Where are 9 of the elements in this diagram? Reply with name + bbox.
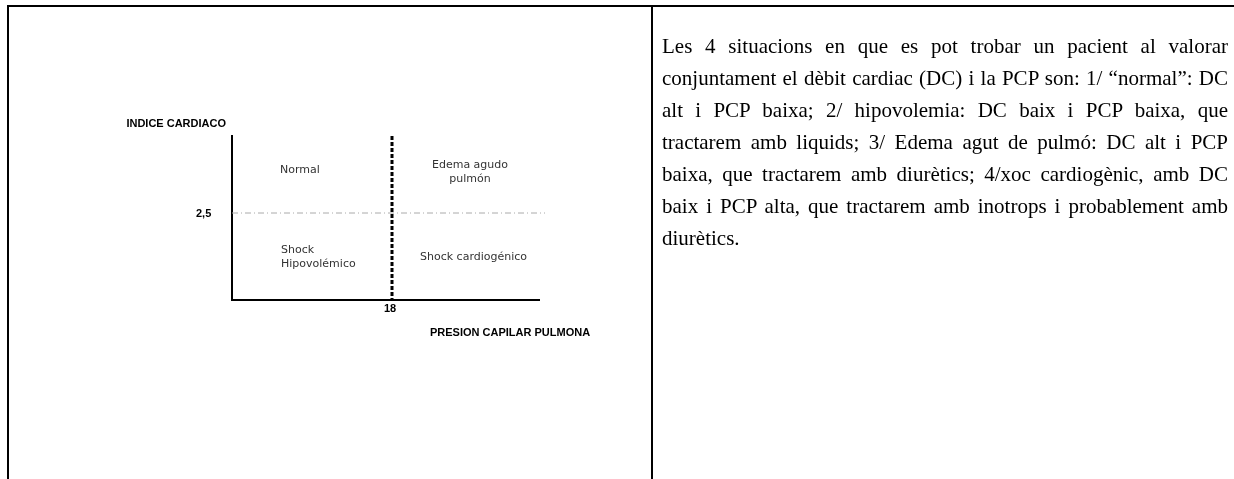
tick-label: 2,5 bbox=[196, 207, 212, 219]
quadrant-label: Shock Hipovolémico bbox=[281, 243, 357, 271]
tick-label: 18 bbox=[384, 302, 397, 314]
quadrant-label: Edema agudo pulmón bbox=[430, 158, 510, 186]
axis-title: PRESION CAPILAR PULMONA bbox=[430, 326, 591, 338]
paragraph: Les 4 situacions en que es pot trobar un pacient al valorar conjuntament el dèbit cardiac (DC) i la PCP son: 1/ “normal”: DC alt i PCP baixa; 2/ hipovolemia: DC baix i PCP baixa, que tractarem amb liquids; 3/ Edema agut de pulmó: DC alt i PCP baixa, que tractarem amb diurètics; 4/xoc cardiogènic, amb DC baix i PCP alta, que tractarem amb inotrops i probablement amb diurètics. bbox=[662, 33, 1228, 252]
quadrant-label: Shock cardiogénico bbox=[420, 250, 528, 264]
quadrant-label: Normal bbox=[280, 163, 320, 177]
axis-title: INDICE CARDIACO bbox=[125, 117, 226, 129]
